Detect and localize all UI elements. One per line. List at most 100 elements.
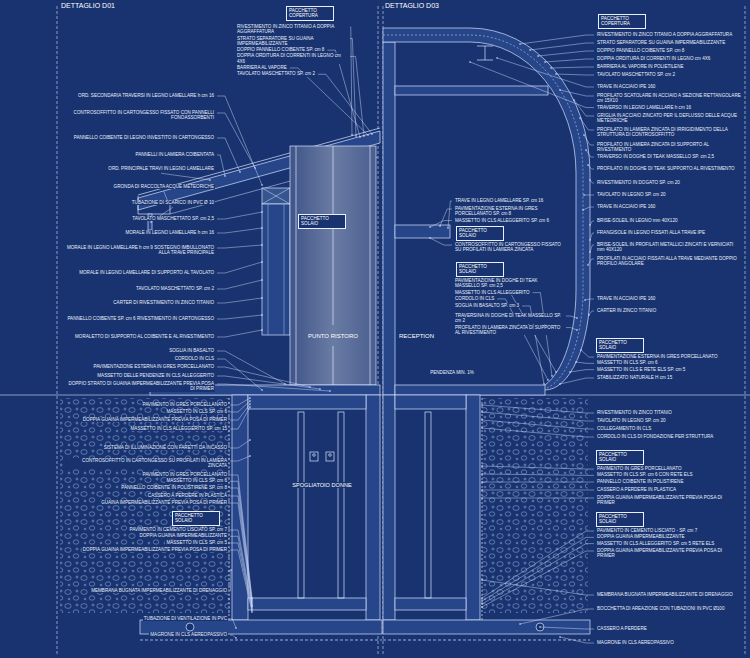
leader-line [217, 262, 262, 273]
leader-dot [261, 297, 263, 299]
label-holder: TRAVE IN ACCIAIO IPE 160 [596, 84, 742, 89]
leader-line [217, 155, 225, 176]
leader-line [430, 238, 452, 245]
package-tag: PACCHETTO SOLAIO [596, 450, 644, 465]
label-holder: PAVIMENTAZIONE ESTERNA IN GRES PORCELLAN… [454, 206, 564, 217]
leader-line [230, 401, 250, 412]
gravel-fill [60, 398, 230, 613]
package-name: PACCHETTO SOLAIO [459, 228, 501, 239]
leader-dot [251, 607, 253, 609]
leader-line [217, 330, 262, 337]
timber-beam [262, 188, 290, 204]
leader-dot [251, 605, 253, 607]
shell-layer [383, 35, 583, 390]
label-holder: PROFILATO IN LAMIERA ZINCATA DI SUPPORTO… [596, 142, 742, 153]
basement-wall [383, 395, 395, 620]
package-name: PACCHETTO SOLAIO [459, 264, 501, 275]
label-holder: PROFILATO IN LAMIERA ZINCATA DI IRRIGIDI… [596, 127, 742, 138]
label-holder: PAVIMENTAZIONE ESTERNA IN GRES PORCELLAN… [65, 364, 215, 369]
leader-line [566, 316, 577, 318]
label-holder: BARRIERA AL VAPORE [236, 65, 348, 70]
annotation-label: MEMBRANA BUGNATA IMPERMEABILIZZANTE DI D… [596, 592, 734, 597]
annotation-label: TAVOLATO MASCHETTATO SP. cm 2 [135, 286, 215, 291]
leader-dot [261, 244, 263, 246]
door-frame [425, 412, 431, 598]
basement-floor [395, 598, 466, 610]
leader-line [482, 428, 594, 437]
leader-line [470, 62, 594, 108]
label-holder: MASSETTO IN CLS SP. cm 6 CON RETE ELS [596, 472, 742, 477]
leader-line [590, 221, 594, 225]
package-tag: PACCHETTO SOLAIO [172, 511, 220, 526]
package-name: PACCHETTO SOLAIO [175, 513, 217, 524]
label-holder: TAVOLATO MASCHETTATO SP. cm 2 [65, 286, 215, 291]
annotation-label: PROFILATO IN DOGHE DI TEAK SUPPORTO AL R… [596, 166, 736, 171]
leader-line [217, 384, 330, 391]
leader-dot [576, 317, 578, 319]
leader-dot [588, 314, 590, 316]
detail-heading: DETTAGLIO D03 [384, 2, 440, 10]
leader-line [217, 212, 262, 219]
annotation-label: PAVIMENTO IN GRES PORCELLANATO [596, 466, 683, 471]
leader-dot [544, 61, 546, 63]
annotation-label: PROFILATO IN LAMIERA ZINCATA DI IRRIGIDI… [596, 127, 742, 138]
leader-line [217, 280, 262, 289]
leader-dot [251, 601, 253, 603]
annotation-label: CASSERO A PERDERE IN PLASTICA [596, 487, 677, 492]
blinding-line [383, 640, 590, 641]
leader-line [440, 209, 452, 226]
sign-icon [313, 454, 316, 457]
label-holder: SISTEMA DI ILLUMINAZIONE CON FARETTI DA … [63, 445, 228, 450]
basement-wall [366, 395, 380, 620]
leader-dot [329, 390, 331, 392]
annotation-label: DOPPIA GUAINA IMPERMEABILIZZANTE [596, 534, 686, 539]
annotation-label: TRAVE IN LEGNO LAMELLARE SP. cm 16 [454, 198, 544, 203]
leader-dot [359, 136, 361, 138]
vent-pipe [186, 623, 194, 631]
label-holder: PAVIMENTAZIONE ESTERNA IN GRES PORCELLAN… [596, 354, 742, 359]
label-holder: CORDOLO IN CLS [65, 356, 215, 361]
annotation-label: MORALETTO DI SUPPORTO AL COIBENTE E AL R… [74, 334, 215, 339]
annotation-label: DOPPIA GUAINA IMPERMEABILIZZANTE PREVIA … [596, 548, 742, 559]
annotation-label: CARTER IN ZINCO TITANIO [596, 308, 657, 313]
room-label: SPOGLIATOIO DONNE [291, 482, 352, 488]
package-tag: PACCHETTO SOLAIO [456, 226, 504, 241]
leader-dot [551, 375, 553, 377]
glazing [290, 146, 376, 385]
annotation-label: RIVESTIMENTO IN ZINCO TITANIO A DOPPIA A… [596, 32, 733, 37]
label-holder: STABILIZZATO NATURALE H cm 15 [596, 375, 742, 380]
leader-line [482, 412, 594, 421]
annotation-label: MORALE IN LEGNO LAMELLARE h cm 9 SOSTEGN… [65, 245, 215, 256]
annotation-label: SISTEMA DI ILLUMINAZIONE CON FARETTI DA … [103, 445, 228, 450]
label-holder: DOPPIA ORDITURA DI CORRENTI IN LEGNO cm … [236, 53, 348, 64]
ceiling-slab [248, 395, 366, 409]
leader-dot [150, 221, 152, 223]
leader-line [318, 74, 372, 134]
leader-dot [481, 603, 483, 605]
leader-dot [355, 135, 357, 137]
leader-line [588, 165, 594, 169]
leader-line [570, 370, 594, 372]
label-holder: TAVOLATO MASCHETTATO SP. cm 2 [236, 71, 348, 76]
label-holder: PANNELLI IN LAMIERA COIBENTATA [65, 152, 215, 157]
leader-dot [251, 605, 253, 607]
leader-dot [559, 89, 561, 91]
annotation-label: TRAVERSO IN LEGNO LAMELLARE h cm 16 [596, 105, 692, 110]
leader-line [230, 407, 250, 429]
leader-dot [249, 406, 251, 408]
annotation-label: COLLEGAMENTO IN CLS [596, 426, 652, 431]
leader-line [584, 135, 594, 145]
label-holder: TRAVE IN ACCIAIO IPE 160 [596, 296, 742, 301]
leader-dot [585, 149, 587, 151]
room-label: RECEPTION [398, 333, 435, 340]
label-holder: MORALE IN LEGNO LAMELLARE DI SUPPORTO AL… [65, 270, 215, 275]
drain-membrane [229, 398, 230, 620]
leader-dot [429, 226, 431, 228]
leader-line [590, 180, 594, 183]
leader-dot [439, 225, 441, 227]
annotation-label: MAGRONE IN CLS AEREOPASSIVO [149, 632, 228, 637]
annotation-label: MASSETTO IN CLS ALLEGGERITO SP. cm 15 [129, 426, 228, 431]
package-name: PACCHETTO COPERTURA [601, 16, 643, 27]
annotation-label: TUBAZIONE DI VENTILAZIONE IN PVC [143, 616, 228, 621]
annotation-label: MEMBRANA BUGNATA IMPERMEABILIZZANTE DI D… [90, 588, 228, 593]
